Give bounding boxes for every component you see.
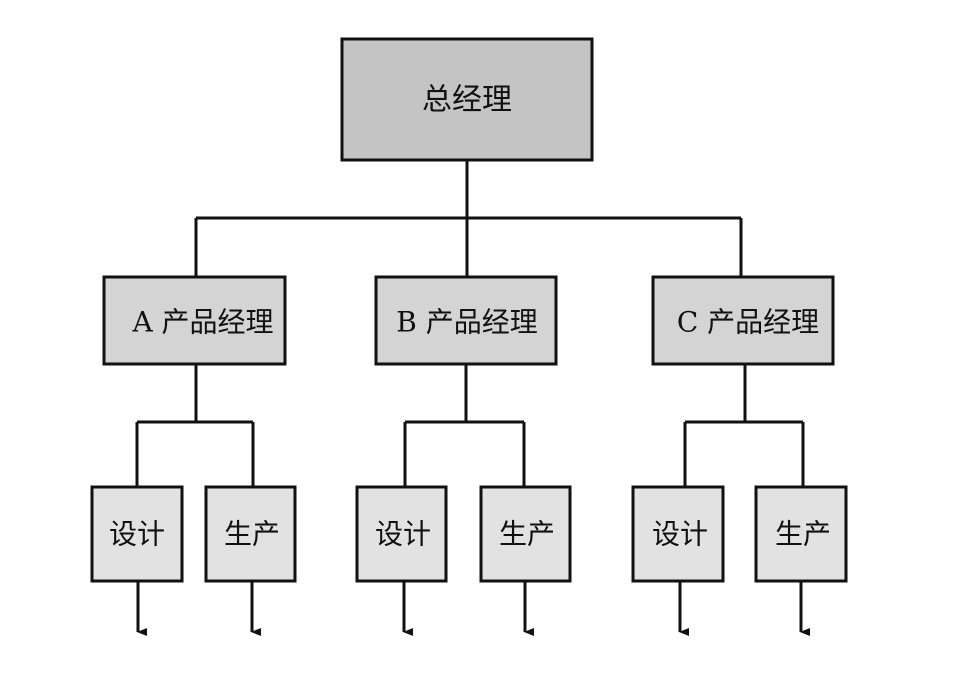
manager-node-a-label: A 产品经理 bbox=[131, 306, 273, 339]
manager-node-a: A 产品经理 bbox=[102, 275, 287, 366]
root-node: 总经理 bbox=[340, 37, 594, 162]
unit-node-b-production: 生产 bbox=[479, 485, 572, 583]
output-arrows bbox=[136, 581, 810, 636]
manager-node-b-label: B 产品经理 bbox=[396, 306, 537, 339]
manager-node-c-box bbox=[651, 275, 835, 366]
unit-node-a-production-label: 生产 bbox=[224, 518, 280, 551]
connectors-managers bbox=[135, 364, 805, 487]
unit-node-c-design: 设计 bbox=[631, 485, 725, 583]
root-node-box bbox=[340, 37, 594, 162]
manager-node-c-label: C 产品经理 bbox=[677, 306, 819, 339]
unit-node-b-design-box bbox=[355, 485, 448, 583]
unit-node-b-design-label: 设计 bbox=[375, 518, 431, 551]
unit-node-b-design: 设计 bbox=[355, 485, 448, 583]
unit-node-c-production: 生产 bbox=[754, 485, 848, 583]
unit-node-c-design-box bbox=[631, 485, 725, 583]
unit-node-c-production-label: 生产 bbox=[775, 518, 831, 551]
manager-node-b-box bbox=[374, 275, 558, 366]
unit-node-a-production: 生产 bbox=[204, 485, 297, 583]
unit-node-a-design-box bbox=[90, 485, 184, 583]
manager-node-b: B 产品经理 bbox=[374, 275, 558, 366]
unit-node-a-design-label: 设计 bbox=[109, 518, 165, 551]
unit-node-b-production-box bbox=[479, 485, 572, 583]
manager-node-a-box bbox=[102, 275, 287, 366]
unit-node-a-production-box bbox=[204, 485, 297, 583]
unit-node-c-production-box bbox=[754, 485, 848, 583]
connectors-root bbox=[194, 160, 743, 277]
manager-node-c: C 产品经理 bbox=[651, 275, 835, 366]
unit-node-b-production-label: 生产 bbox=[499, 518, 555, 551]
root-node-label: 总经理 bbox=[422, 83, 512, 118]
unit-node-c-design-label: 设计 bbox=[652, 518, 708, 551]
unit-node-a-design: 设计 bbox=[90, 485, 184, 583]
